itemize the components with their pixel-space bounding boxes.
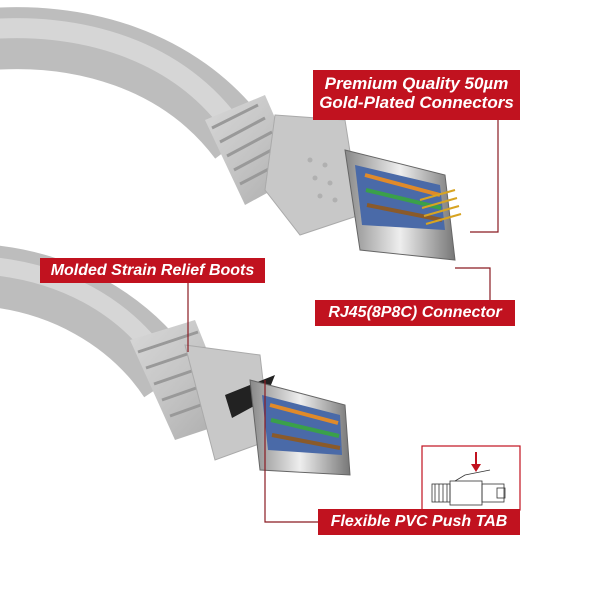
leader-lines bbox=[187, 120, 499, 523]
top-strain-relief-boot bbox=[205, 95, 361, 236]
connectors-label-line1: Premium Quality 50µm bbox=[324, 74, 509, 93]
boots-label: Molded Strain Relief Boots bbox=[40, 258, 265, 283]
rj45-label: RJ45(8P8C) Connector bbox=[315, 300, 515, 326]
connectors-label-line2: Gold-Plated Connectors bbox=[319, 92, 514, 112]
top-rj45-plug bbox=[344, 149, 462, 261]
top-cable bbox=[0, 7, 462, 261]
push-tab-diagram bbox=[421, 445, 521, 511]
push-tab-label: Flexible PVC Push TAB bbox=[318, 509, 520, 535]
bottom-cable bbox=[0, 245, 351, 476]
connectors-label: Premium Quality 50µm Gold-Plated Connect… bbox=[313, 70, 520, 120]
bottom-rj45-plug bbox=[249, 379, 351, 476]
bottom-strain-relief-boot bbox=[130, 320, 275, 461]
